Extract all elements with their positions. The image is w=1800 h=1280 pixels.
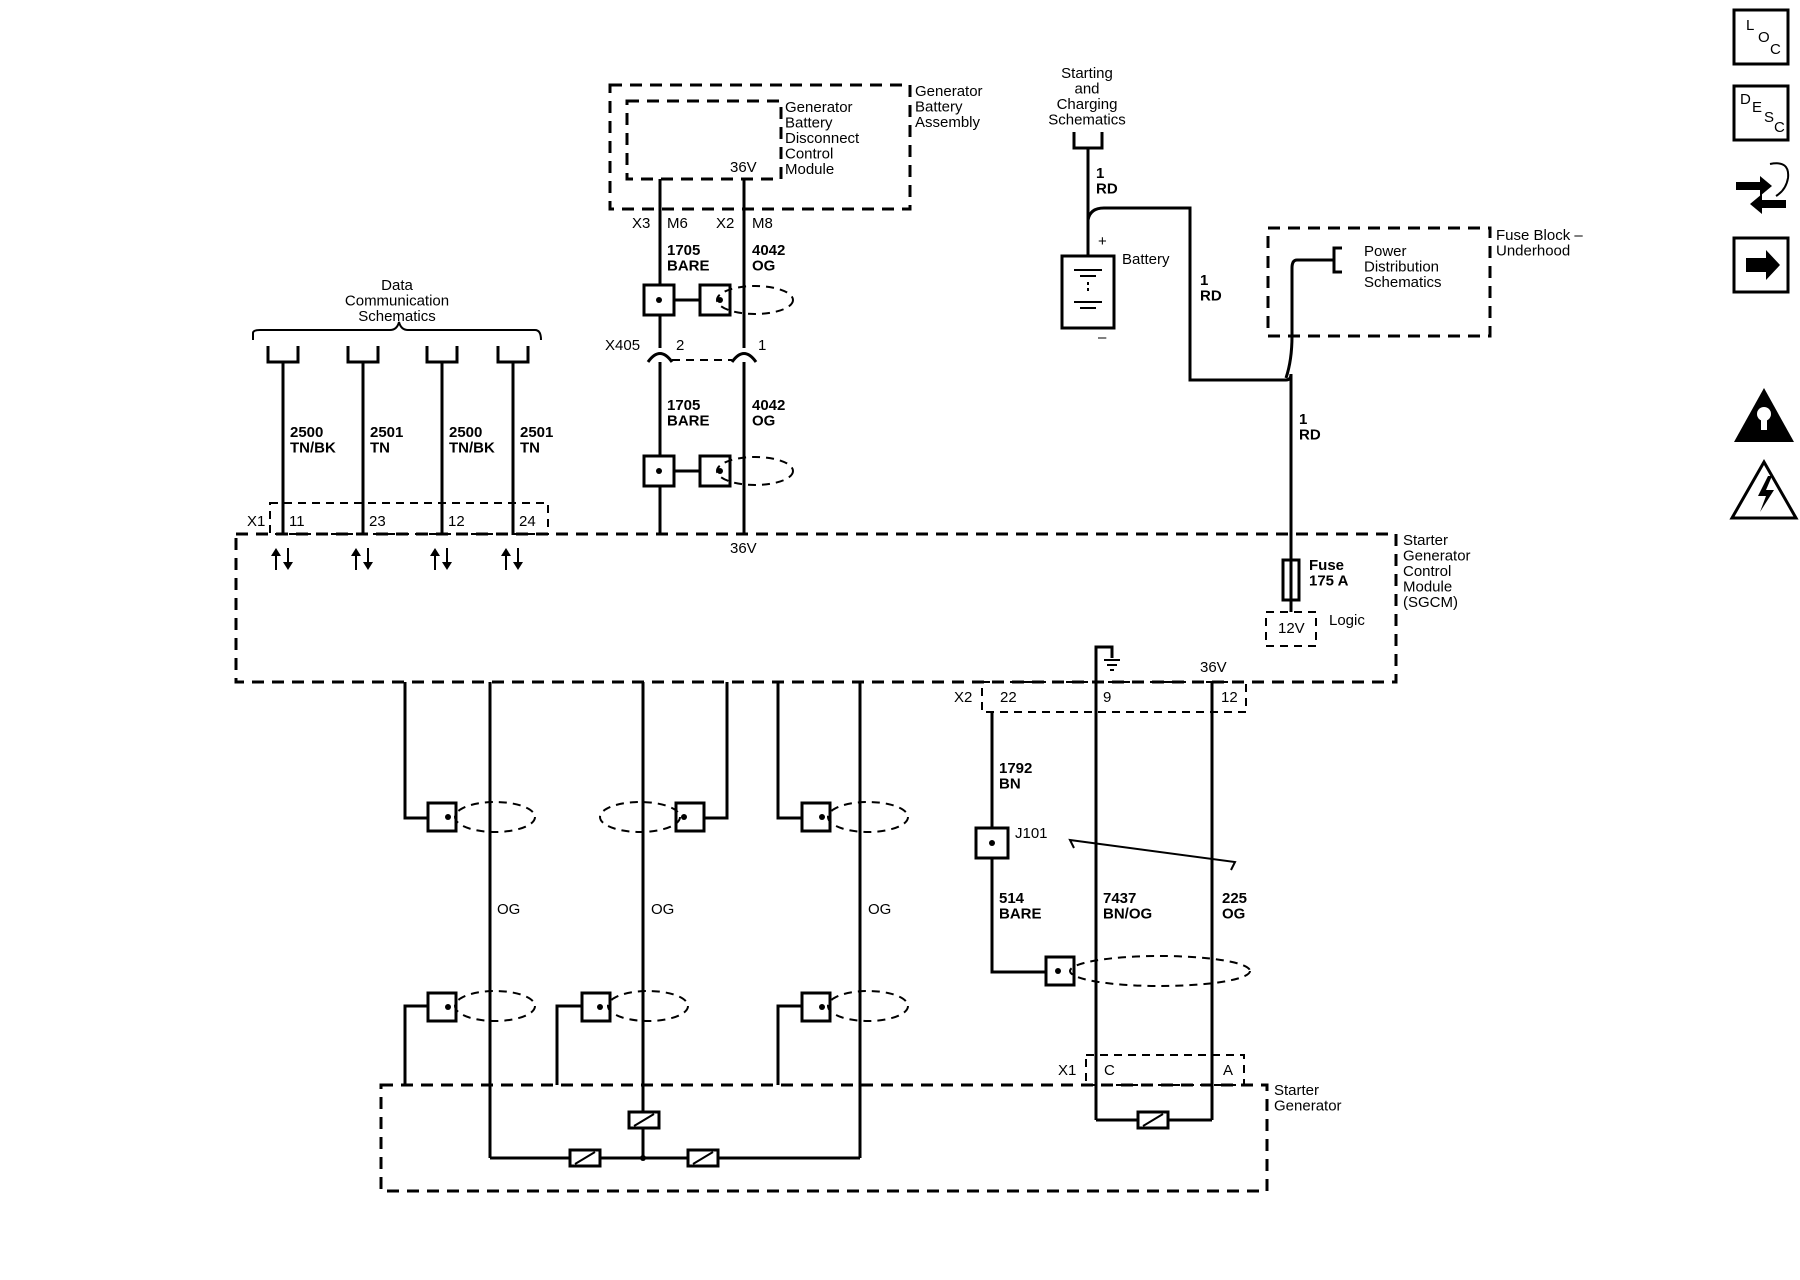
sgcm-x1-pin-11: 11	[289, 513, 305, 530]
battery-icon	[1060, 254, 1116, 330]
inline-x405-label: X405	[605, 337, 640, 354]
sensor-winding-icon	[1136, 1110, 1170, 1130]
wire-og-right-label: OG	[868, 901, 891, 918]
x405-pin-1: 1	[758, 337, 766, 354]
sgcm-x2-label: X2	[954, 689, 972, 706]
fuse-block-underhood-label: Fuse Block –Underhood	[1496, 227, 1583, 260]
loc-icon[interactable]: L O C	[1732, 8, 1790, 66]
wire-og-mid-label: OG	[651, 901, 674, 918]
winding-icon	[627, 1110, 661, 1130]
sgcm-x1-pin-24: 24	[519, 513, 536, 530]
next-arrow-icon[interactable]	[1732, 236, 1790, 294]
connector-m8: M8	[752, 215, 773, 232]
svg-text:C: C	[1770, 41, 1781, 58]
svg-text:E: E	[1752, 99, 1762, 116]
battery-minus-label: –	[1098, 329, 1107, 346]
x405-pin-2: 2	[676, 337, 684, 354]
shield-drain-box	[698, 283, 732, 317]
twisted-pair-icon	[1068, 838, 1237, 871]
svg-text:C: C	[1774, 119, 1785, 136]
winding-icon	[686, 1148, 720, 1168]
svg-text:O: O	[1758, 29, 1770, 46]
phase-wiring: OG OG OG	[403, 682, 909, 1158]
shield-drain-box	[426, 801, 458, 833]
logic-12v-label: 12V	[1278, 620, 1305, 637]
side-icons: L O C D E S C	[1729, 8, 1799, 520]
connector-x3: X3	[632, 215, 650, 232]
starter-generator-x1-label: X1	[1058, 1062, 1076, 1079]
sgcm-x2-pin-22: 22	[1000, 689, 1017, 706]
battery-plus-label: +	[1098, 233, 1107, 250]
connector-terminals	[266, 346, 530, 364]
shield-drain-box	[580, 991, 612, 1023]
shield-drain-box	[426, 991, 458, 1023]
voltage-36v-top: 36V	[730, 159, 757, 176]
splice-j101-label: J101	[1015, 825, 1048, 842]
bidirectional-arrow-icons	[271, 548, 523, 570]
desc-icon[interactable]: D E S C	[1732, 84, 1790, 142]
voltage-36v-sgcm-top: 36V	[730, 540, 757, 557]
logic-label: Logic	[1329, 612, 1365, 629]
shield-drain-box	[800, 801, 832, 833]
wire-og-left-label: OG	[497, 901, 520, 918]
sgcm-x2-pin-9: 9	[1103, 689, 1111, 706]
inline-connector-icon	[730, 352, 758, 363]
sgcm-x1-pin-12: 12	[448, 513, 465, 530]
svg-text:L: L	[1746, 17, 1754, 34]
starter-generator-pin-a: A	[1223, 1062, 1233, 1079]
inline-connector-icon	[646, 352, 674, 363]
shield-drain-box	[800, 991, 832, 1023]
connector-m6: M6	[667, 215, 688, 232]
sgcm-x1-pin-23: 23	[369, 513, 386, 530]
svg-text:S: S	[1764, 109, 1774, 126]
ground-icon	[1094, 645, 1120, 682]
sgcm-x2-pin-12: 12	[1221, 689, 1238, 706]
starter-generator-pin-c: C	[1104, 1062, 1115, 1079]
winding-icon	[568, 1148, 602, 1168]
svg-text:D: D	[1740, 91, 1751, 108]
connector-x2-top: X2	[716, 215, 734, 232]
shield-drain-box	[698, 454, 732, 488]
sgcm-x1-label: X1	[247, 513, 265, 530]
battery-label: Battery	[1122, 251, 1170, 268]
high-voltage-icon	[1729, 458, 1799, 520]
connector-repair-icon[interactable]	[1736, 162, 1790, 214]
voltage-36v-sgcm-bottom: 36V	[1200, 659, 1227, 676]
warning-icon	[1734, 388, 1794, 442]
